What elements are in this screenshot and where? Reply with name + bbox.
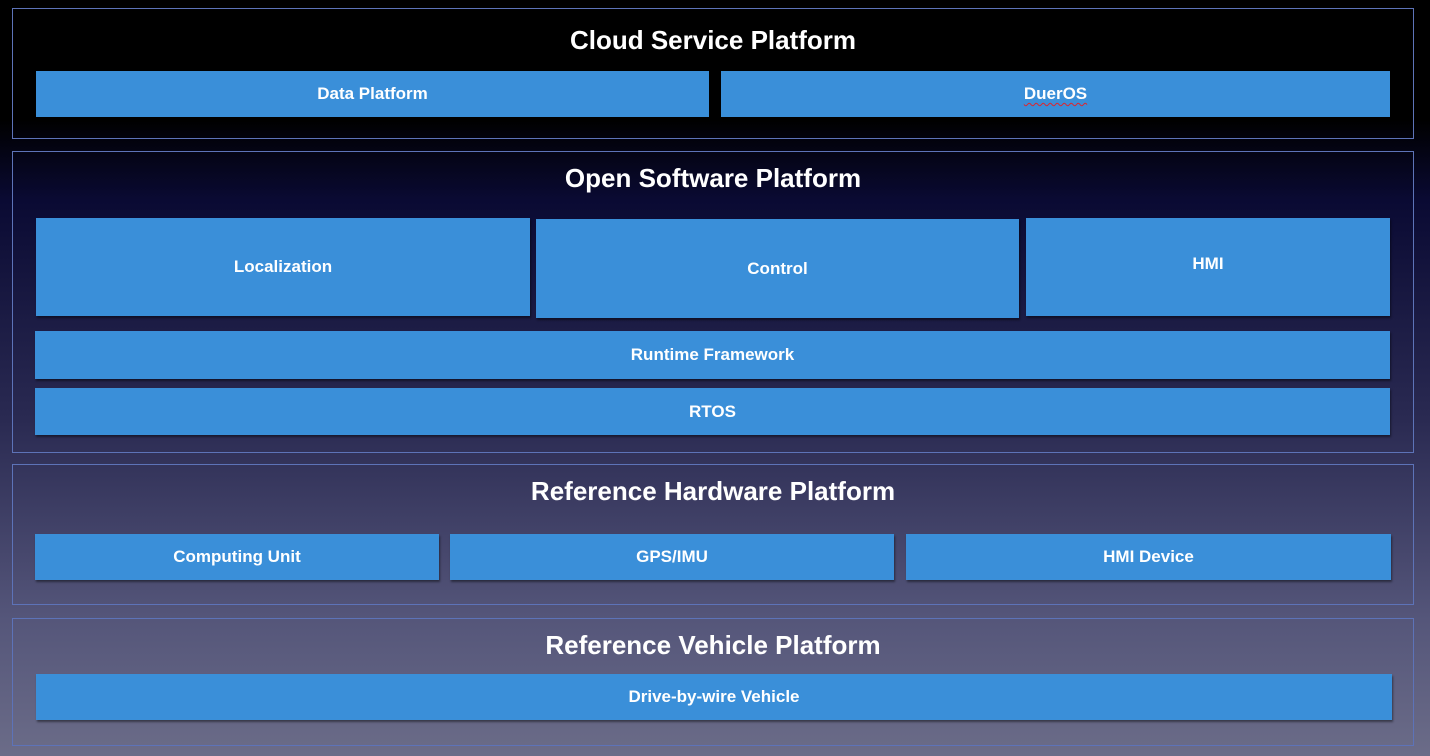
rtos-label: RTOS [689,401,736,421]
hmi-device-label: HMI Device [1103,547,1194,566]
control-block: Control [536,219,1019,318]
gps-imu-label: GPS/IMU [636,547,708,566]
cloud-service-platform-layer: Cloud Service Platform Data Platform Due… [12,8,1414,139]
drive-by-wire-vehicle-block: Drive-by-wire Vehicle [36,674,1392,720]
localization-block: Localization [36,218,530,316]
dueros-label: DuerOS [1023,84,1088,103]
reference-hardware-platform-title: Reference Hardware Platform [530,476,896,506]
reference-hardware-platform-layer: Reference Hardware Platform Computing Un… [12,464,1414,605]
reference-vehicle-platform-layer: Reference Vehicle Platform Drive-by-wire… [12,618,1414,746]
runtime-framework-block: Runtime Framework [35,331,1390,379]
data-platform-label: Data Platform [317,84,428,103]
computing-unit-block: Computing Unit [35,534,439,580]
control-label: Control [747,258,808,278]
gps-imu-block: GPS/IMU [450,534,894,580]
hmi-device-block: HMI Device [906,534,1391,580]
open-software-platform-layer: Open Software Platform Localization Cont… [12,151,1414,453]
rtos-block: RTOS [35,388,1390,435]
cloud-service-platform-title: Cloud Service Platform [569,25,857,55]
hmi-block: HMI [1026,218,1390,316]
hmi-label: HMI [1192,254,1224,273]
localization-label: Localization [233,257,333,276]
data-platform-block: Data Platform [36,71,709,117]
runtime-framework-label: Runtime Framework [630,345,795,364]
reference-vehicle-platform-title: Reference Vehicle Platform [545,630,881,660]
drive-by-wire-vehicle-label: Drive-by-wire Vehicle [628,687,800,706]
dueros-block: DuerOS [721,71,1390,117]
open-software-platform-title: Open Software Platform [564,163,862,193]
computing-unit-label: Computing Unit [173,547,301,566]
